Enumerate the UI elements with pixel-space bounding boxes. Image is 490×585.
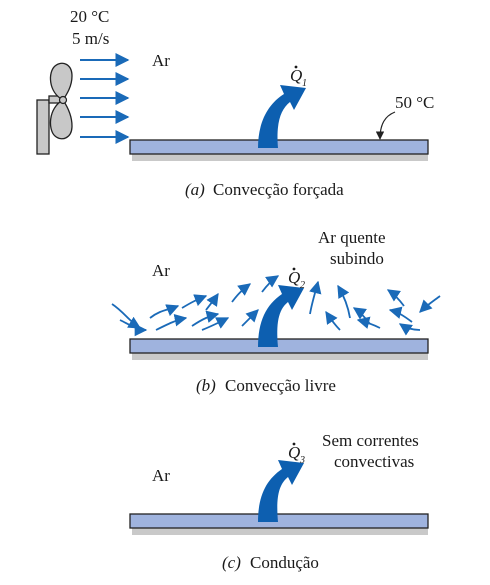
heat-rate-symbol: Q [290, 66, 302, 85]
caption-c: Condução [250, 553, 319, 572]
no-currents-label-line2: convectivas [334, 452, 414, 471]
rate-dot [292, 442, 296, 446]
air-temperature-label: 20 °C [70, 7, 109, 26]
hot-plate [129, 338, 429, 354]
air-label: Ar [152, 466, 170, 485]
airflow-arrow [111, 303, 142, 329]
caption-b: Convecção livre [225, 376, 336, 395]
airflow-arrow [325, 310, 341, 331]
heat-rate-subscript: 3 [299, 455, 305, 466]
heat-flow-arrow [258, 460, 304, 522]
caption-a: Convecção forçada [213, 180, 344, 199]
airflow-arrow [419, 295, 441, 313]
panel-a: 20 °C 5 m/s Ar Q 1 50 °C (a) Convecção f… [36, 7, 434, 199]
plate-shadow [132, 527, 428, 535]
airflow-arrow [181, 294, 208, 309]
airflow-arrow [119, 319, 148, 337]
airflow-arrow [386, 289, 405, 307]
no-currents-label-line1: Sem correntes [322, 431, 419, 450]
heat-rate-symbol: Q [288, 268, 300, 287]
airflow-arrow [149, 304, 180, 319]
airflow-arrow [231, 283, 252, 303]
plate-shadow [132, 352, 428, 360]
caption-letter-b: (b) [196, 376, 216, 395]
airflow-arrow [241, 309, 259, 327]
warm-air-label-line1: Ar quente [318, 228, 386, 247]
heat-flow-arrow [258, 85, 306, 148]
heat-rate-subscript: 2 [300, 280, 305, 291]
caption-letter-a: (a) [185, 180, 205, 199]
warm-air-label-line2: subindo [330, 249, 384, 268]
airflow-arrows [80, 53, 130, 144]
pointer-arrow [375, 111, 396, 140]
airflow-arrow [356, 316, 381, 329]
airflow-arrow [337, 284, 351, 319]
airflow-arrow [261, 275, 280, 293]
plate-shadow [132, 153, 428, 161]
heat-rate-subscript: 1 [302, 78, 307, 89]
heat-rate-symbol: Q [288, 443, 300, 462]
heat-flow-arrow [258, 285, 304, 347]
caption-letter-c: (c) [222, 553, 241, 572]
rate-dot [294, 65, 298, 69]
airflow-arrow [388, 306, 413, 323]
airflow-arrow [155, 314, 188, 331]
airflow-arrow [205, 292, 219, 311]
hot-plate [129, 513, 429, 529]
hot-plate [129, 139, 429, 155]
fan-icon [36, 62, 73, 155]
panel-c: Ar Sem correntes convectivas Q 3 (c) Con… [129, 431, 429, 572]
air-label: Ar [152, 51, 170, 70]
airflow-arrow [201, 317, 230, 331]
plate-temperature-label: 50 °C [395, 93, 434, 112]
airflow-arrow [309, 280, 322, 315]
airflow-arrow [191, 310, 220, 327]
rising-air-arrows [111, 275, 441, 337]
rate-dot [292, 267, 296, 271]
airflow-arrow [398, 323, 421, 336]
panel-b: Ar Ar quente subindo [111, 228, 441, 395]
air-label: Ar [152, 261, 170, 280]
air-speed-label: 5 m/s [72, 29, 109, 48]
